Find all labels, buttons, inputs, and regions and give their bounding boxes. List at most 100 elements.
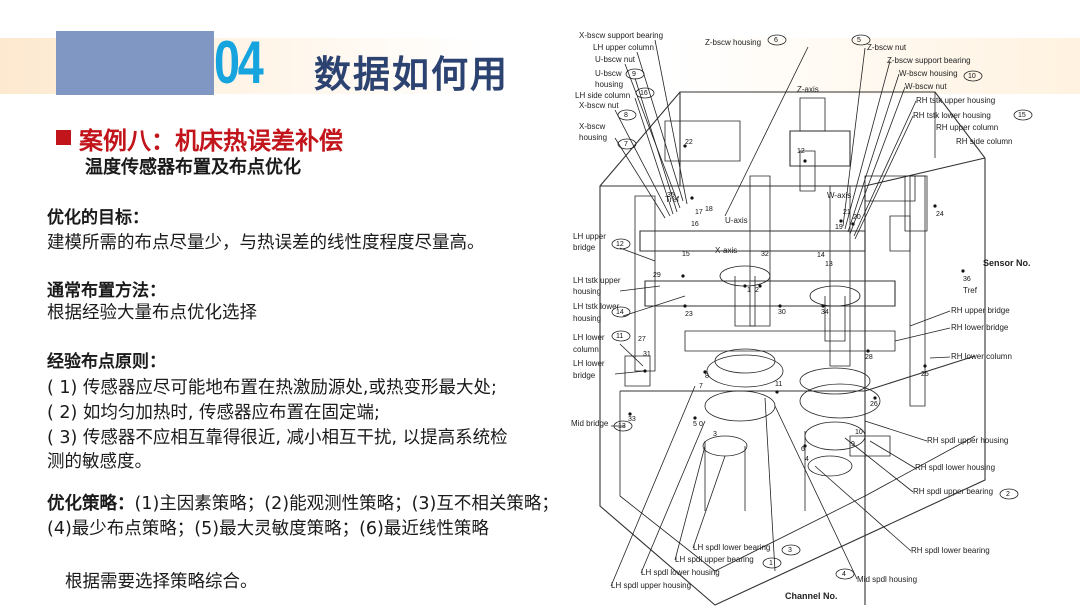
sensor-number: 31 bbox=[643, 351, 651, 358]
channel-marker: 3 bbox=[788, 547, 792, 554]
label-rh-upper-bridge: RH upper bridge bbox=[951, 306, 1010, 315]
channel-marker: 11 bbox=[616, 333, 623, 340]
sensor-number: 34 bbox=[821, 309, 829, 316]
sensor-number: 5 bbox=[693, 421, 697, 428]
label-lh-tstk-lower-housing-2: housing bbox=[573, 314, 601, 323]
label-lh-spdl-upper-housing: LH spdl upper housing bbox=[611, 581, 691, 590]
label-x-axis: X-axis bbox=[715, 246, 737, 255]
label-rh-spdl-upper-bearing: RH spdl upper bearing bbox=[913, 487, 993, 496]
strategy-note: 根据需要选择策略综合。 bbox=[65, 572, 258, 592]
label-z-bscw-nut: Z-bscw nut bbox=[867, 43, 907, 52]
channel-marker: 13 bbox=[618, 423, 626, 430]
channel-marker: 16 bbox=[640, 90, 648, 97]
sensor-number: 6 bbox=[801, 446, 805, 453]
label-rh-tstk-lower-housing: RH tstk lower housing bbox=[913, 111, 991, 120]
channel-marker: 15 bbox=[1018, 112, 1026, 119]
sensor-number: 0 bbox=[699, 421, 703, 428]
label-w-axis: W-axis bbox=[827, 191, 851, 200]
sensor-number: 32 bbox=[761, 251, 769, 258]
sensor-number: 22 bbox=[685, 139, 693, 146]
label-x-bscw-housing: X-bscw bbox=[579, 122, 605, 131]
sensor-number: 7 bbox=[699, 383, 703, 390]
label-rh-side-column: RH side column bbox=[956, 137, 1012, 146]
page-title: 数据如何用 bbox=[314, 53, 509, 96]
sensor-number: 18 bbox=[705, 206, 713, 213]
label-tref: Tref bbox=[963, 286, 978, 295]
label-lh-spdl-lower-bearing: LH spdl lower bearing bbox=[693, 543, 770, 552]
machine-tool-sensor-diagram: X-bscw support bearing LH upper column U… bbox=[565, 26, 1080, 607]
label-u-bscw-housing-2: housing bbox=[595, 80, 623, 89]
sensor-number: 27 bbox=[638, 336, 646, 343]
label-z-bscw-housing: Z-bscw housing bbox=[705, 38, 761, 47]
channel-marker: 4 bbox=[842, 571, 846, 578]
label-rh-tstk-upper-housing: RH tstk upper housing bbox=[916, 96, 995, 105]
sensor-number: 30 bbox=[778, 309, 786, 316]
label-u-bscw-housing: U-bscw bbox=[595, 69, 622, 78]
sensor-number: 1 bbox=[747, 287, 751, 294]
channel-marker: 7 bbox=[624, 141, 628, 148]
principle-item: ( 1) 传感器应尽可能地布置在热激励源处,或热变形最大处; bbox=[47, 378, 497, 398]
label-rh-upper-column: RH upper column bbox=[936, 123, 998, 132]
label-sensor-no: Sensor No. bbox=[983, 258, 1031, 268]
sensor-number: 11 bbox=[775, 381, 782, 388]
sensor-number: 13 bbox=[825, 261, 833, 268]
case-subtitle: 温度传感器布置及布点优化 bbox=[85, 157, 301, 178]
sensor-number: 25 bbox=[921, 371, 929, 378]
section-number-block bbox=[56, 31, 214, 95]
goal-heading: 优化的目标： bbox=[47, 208, 149, 228]
sensor-number: 20 bbox=[853, 214, 861, 221]
sensor-dots bbox=[628, 144, 965, 448]
label-lh-side-column: LH side column bbox=[575, 91, 630, 100]
sensor-number: 29 bbox=[653, 272, 661, 279]
bullet-square-icon bbox=[56, 130, 71, 145]
label-x-bscw-support-bearing: X-bscw support bearing bbox=[579, 31, 663, 40]
case-title: 案例八：机床热误差补偿 bbox=[79, 127, 343, 155]
leader-lines bbox=[610, 39, 951, 587]
channel-marker: 8 bbox=[624, 112, 628, 119]
label-rh-lower-column: RH lower column bbox=[951, 352, 1012, 361]
section-number: 04 bbox=[214, 29, 264, 96]
sensor-number: 10 bbox=[855, 429, 863, 436]
label-lh-lower-column-2: column bbox=[573, 345, 599, 354]
method-heading: 通常布置方法： bbox=[47, 281, 166, 301]
label-u-axis: U-axis bbox=[725, 216, 748, 225]
label-x-bscw-nut: X-bscw nut bbox=[579, 101, 619, 110]
tref-number: 36 bbox=[963, 276, 971, 283]
label-z-axis: Z-axis bbox=[797, 85, 819, 94]
channel-marker: 5 bbox=[857, 37, 861, 44]
channel-marker: 10 bbox=[968, 73, 976, 80]
label-rh-spdl-lower-bearing: RH spdl lower bearing bbox=[911, 546, 990, 555]
label-lh-tstk-upper-housing-2: housing bbox=[573, 287, 601, 296]
diagram-labels: X-bscw support bearing LH upper column U… bbox=[571, 31, 1031, 601]
sensor-number: 33 bbox=[628, 416, 636, 423]
sensor-number: 8 bbox=[705, 373, 709, 380]
channel-markers: 6 5 9 16 8 7 10 15 12 14 11 13 2 3 1 4 bbox=[611, 34, 1033, 580]
diagram-svg: X-bscw support bearing LH upper column U… bbox=[571, 31, 1033, 606]
goal-text: 建模所需的布点尽量少，与热误差的线性度程度尽量高。 bbox=[47, 233, 485, 253]
label-lh-lower-column: LH lower bbox=[573, 333, 605, 342]
label-z-bscw-support-bearing: Z-bscw support bearing bbox=[887, 56, 971, 65]
strategy-text: (1)主因素策略；(2)能观测性策略；(3)互不相关策略；(4)最少布点策略；(… bbox=[47, 494, 559, 539]
sensor-number: 2 bbox=[755, 287, 759, 294]
principle-item: ( 2) 如均匀加热时, 传感器应布置在固定端; bbox=[47, 403, 380, 423]
label-mid-bridge: Mid bridge bbox=[571, 419, 609, 428]
sensor-number: 12 bbox=[797, 148, 805, 155]
sensor-number: 24 bbox=[936, 211, 944, 218]
channel-marker: 6 bbox=[774, 37, 778, 44]
channel-marker: 1 bbox=[769, 560, 773, 567]
sensor-numbers: 22 24 12 21 20 19 17 18 35 16 15 14 29 2… bbox=[628, 139, 944, 463]
label-lh-upper-bridge-2: bridge bbox=[573, 243, 596, 252]
label-rh-spdl-lower-housing: RH spdl lower housing bbox=[915, 463, 995, 472]
label-lh-lower-bridge-2: bridge bbox=[573, 371, 596, 380]
sensor-number: 19 bbox=[835, 224, 843, 231]
label-lh-spdl-upper-bearing: LH spdl upper bearing bbox=[675, 555, 754, 564]
label-x-bscw-housing-2: housing bbox=[579, 133, 607, 142]
label-u-bscw-nut: U-bscw nut bbox=[595, 55, 636, 64]
label-lh-spdl-lower-housing: LH spdl lower housing bbox=[641, 568, 720, 577]
label-lh-upper-bridge: LH upper bbox=[573, 232, 606, 241]
sensor-number: 21 bbox=[843, 209, 851, 216]
label-w-bscw-nut: W-bscw nut bbox=[905, 82, 947, 91]
sensor-number: 4 bbox=[805, 456, 809, 463]
sensor-number: 3 bbox=[713, 431, 717, 438]
sensor-number: 35 bbox=[667, 192, 675, 199]
